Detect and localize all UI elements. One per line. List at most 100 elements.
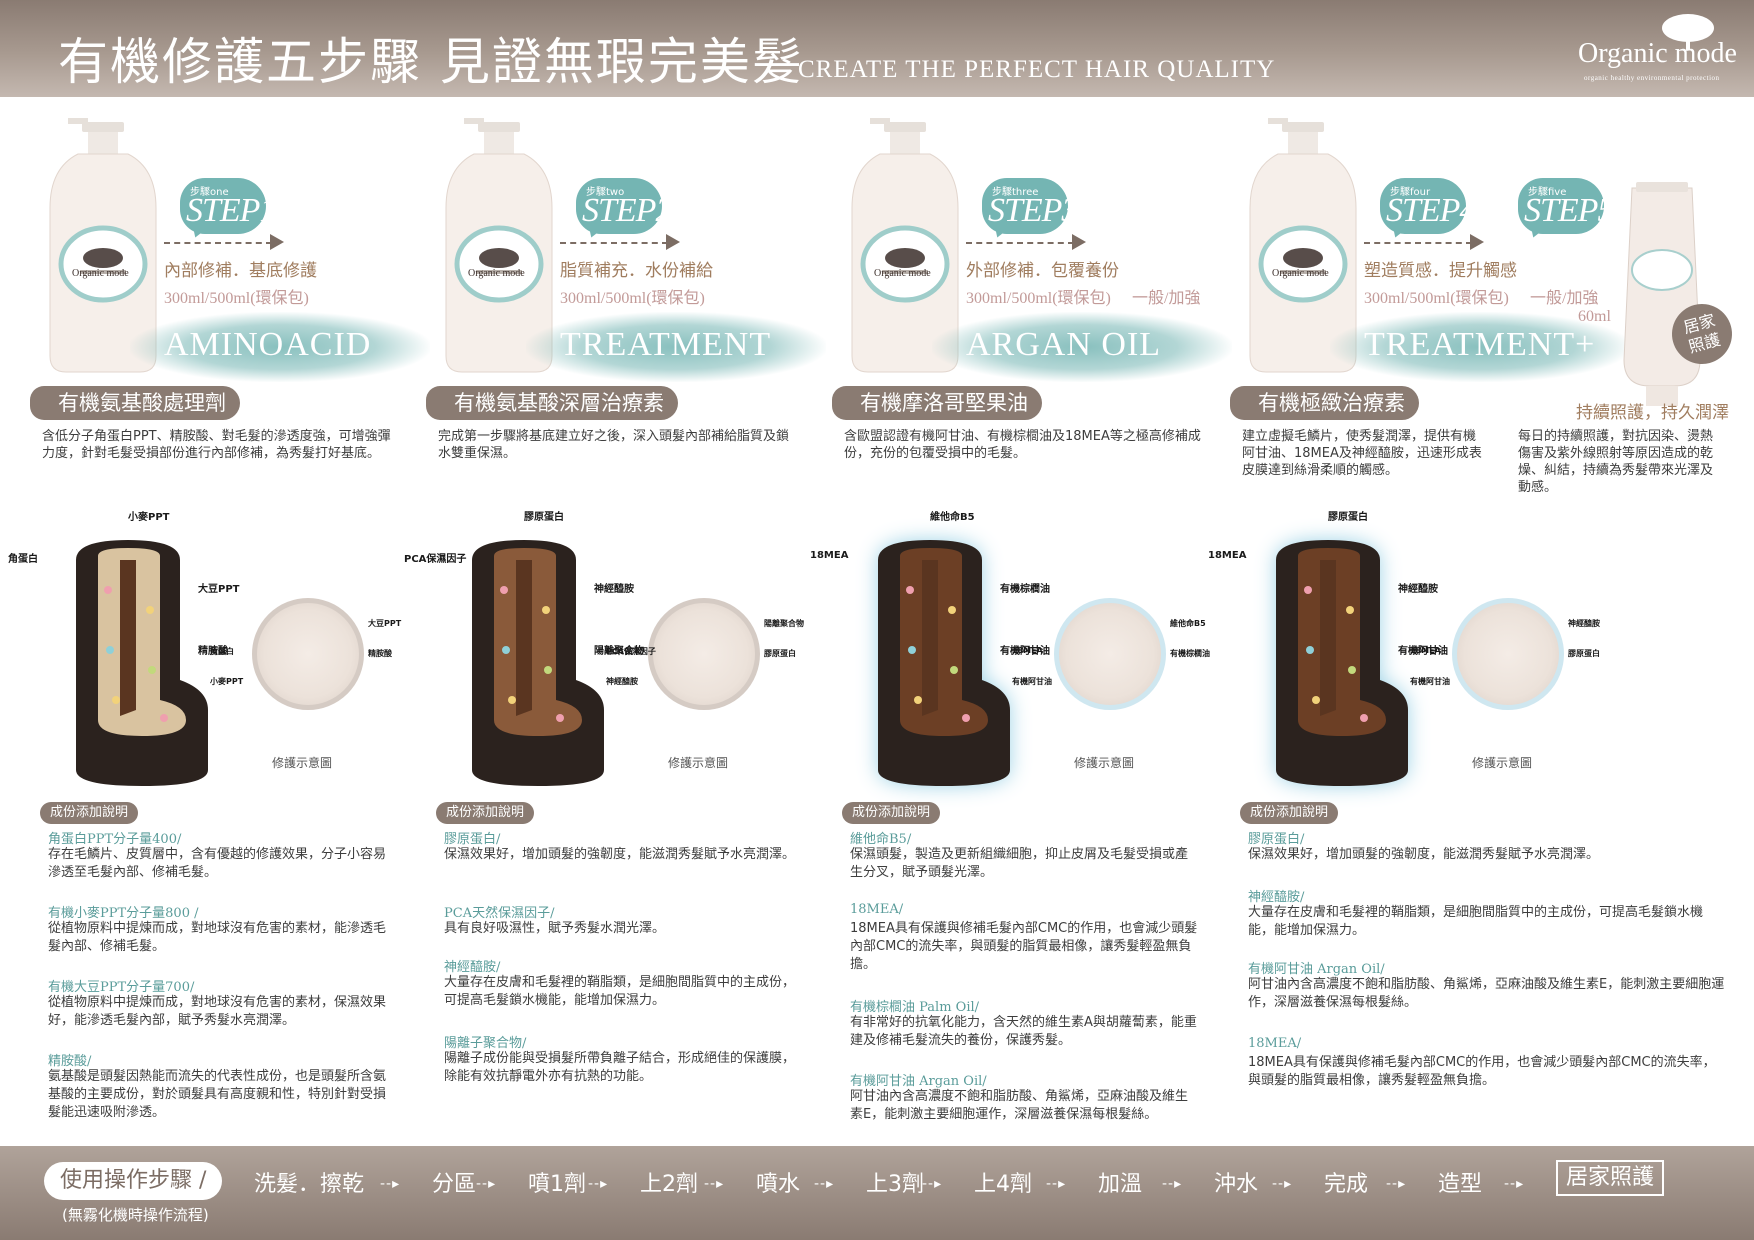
usage-step: 噴1劑 bbox=[528, 1172, 586, 1197]
product-function: 塑造質感．提升觸感 bbox=[1364, 261, 1517, 281]
hair-ingredient-label: 維他命B5 bbox=[930, 512, 975, 523]
cross-section-label: 維他命B5 bbox=[1170, 619, 1206, 628]
usage-step: 分區 bbox=[432, 1172, 477, 1197]
brand-logo: Organic mode organic healthy environment… bbox=[1574, 14, 1737, 88]
ingredients-title: 成份添加說明 bbox=[842, 802, 941, 824]
hair-strand-diagram bbox=[472, 540, 604, 786]
ingredient-name: 18MEA/ bbox=[1248, 1036, 1302, 1051]
repair-caption: 修護示意圖 bbox=[1472, 756, 1533, 770]
usage-title: 使用操作步驟 / bbox=[44, 1162, 223, 1200]
brush-stroke bbox=[1330, 312, 1630, 382]
hair-ingredient-label: 膠原蛋白 bbox=[524, 512, 564, 523]
usage-step: 完成 bbox=[1324, 1172, 1369, 1197]
product-function: 脂質補充．水份補給 bbox=[560, 261, 713, 281]
product-chinese-name: 有機極緻治療素 bbox=[1230, 386, 1419, 420]
cross-section-diagram bbox=[1452, 598, 1564, 710]
brush-stroke bbox=[932, 312, 1232, 382]
ingredients-title: 成份添加說明 bbox=[40, 802, 139, 824]
page-title: 有機修護五步驟 見證無瑕完美髮 bbox=[58, 33, 804, 91]
arrow-line bbox=[560, 242, 668, 244]
step5-badge: 步驟five STEP5 bbox=[1518, 178, 1614, 242]
ingredient-name: 有機阿甘油 Argan Oil/ bbox=[850, 1074, 987, 1089]
ingredient-name: 神經醯胺/ bbox=[1248, 890, 1305, 905]
ingredient-name: 精胺酸/ bbox=[48, 1054, 92, 1069]
flow-arrow-icon: --▸ bbox=[814, 1176, 835, 1192]
product-variant: 一般/加強 bbox=[1530, 290, 1599, 307]
cross-section-label: 陽離聚合物 bbox=[764, 619, 804, 628]
cross-section-label: 有機棕櫚油 bbox=[1170, 649, 1210, 658]
ingredient-description: 從植物原料中提煉而成，對地球沒有危害的素材，能滲透毛髮內部、修補毛髮。 bbox=[48, 921, 387, 954]
hair-ingredient-label: 大豆PPT bbox=[198, 584, 240, 595]
hair-ingredient-label: 18MEA bbox=[1208, 550, 1247, 561]
hair-ingredient-label: 陽離聚合物 bbox=[594, 646, 644, 657]
product-description: 含低分子角蛋白PPT、精胺酸、對毛髮的滲透度強，可增強彈力度，針對毛髮受損部份進… bbox=[42, 429, 391, 461]
ingredient-description: 具有良好吸濕性，賦予秀髮水潤光澤。 bbox=[444, 921, 666, 936]
usage-step: 上2劑 bbox=[640, 1172, 698, 1197]
ingredient-description: 保濕頭髮，製造及更新組織細胞，抑止皮屑及毛髮受損或產生分叉，賦予頭髮光澤。 bbox=[850, 847, 1189, 880]
ingredient-name: 有機阿甘油 Argan Oil/ bbox=[1248, 962, 1385, 977]
product-function: 外部修補．包覆養份 bbox=[966, 261, 1119, 281]
bottle-label: Organic mode bbox=[72, 268, 129, 279]
hair-ingredient-label: PCA保濕因子 bbox=[404, 554, 467, 565]
hair-ingredient-label: 精胺酸 bbox=[198, 646, 228, 657]
hair-ingredient-label: 有機阿甘油 bbox=[1398, 646, 1448, 657]
usage-step: 洗髮．擦乾 bbox=[254, 1172, 365, 1197]
flow-arrow-icon: --▸ bbox=[476, 1176, 497, 1192]
step5-tagline: 持續照護，持久潤澤 bbox=[1576, 403, 1729, 423]
cross-section-label: 有機阿甘油 bbox=[1410, 677, 1450, 686]
product-function: 內部修補．基底修護 bbox=[164, 261, 317, 281]
hair-ingredient-label: 18MEA bbox=[810, 550, 849, 561]
bottle-icon bbox=[445, 118, 553, 373]
product-english-name: ARGAN OIL bbox=[966, 326, 1162, 363]
cross-section-label: 大豆PPT bbox=[368, 619, 402, 628]
usage-step: 造型 bbox=[1438, 1172, 1483, 1197]
ingredient-description: 18MEA具有保護與修補毛髮內部CMC的作用，也會減少頭髮內部CMC的流失率，與… bbox=[1248, 1055, 1716, 1088]
arrow-right-icon bbox=[270, 234, 284, 250]
product-volume: 300ml/500ml(環保包) bbox=[164, 290, 309, 307]
product-description: 建立虛擬毛鱗片，使秀髮潤澤，提供有機阿甘油、18MEA及神經醯胺，迅速形成表皮膜… bbox=[1242, 429, 1482, 478]
hair-strand-diagram bbox=[76, 540, 208, 786]
cross-section-label: 18MEA bbox=[1012, 646, 1043, 655]
product-volume: 300ml/500ml(環保包) bbox=[1364, 290, 1509, 307]
tree-icon bbox=[1662, 14, 1714, 50]
cross-section-label: 18MEA bbox=[1410, 646, 1441, 655]
product-volume: 300ml/500ml(環保包) bbox=[966, 290, 1111, 307]
product-english-name: TREATMENT bbox=[560, 326, 772, 363]
tube-icon bbox=[1623, 182, 1701, 406]
brand-name: Organic mode bbox=[1578, 38, 1737, 69]
hair-strand-diagram bbox=[1276, 540, 1408, 786]
usage-step: 上4劑 bbox=[974, 1172, 1032, 1197]
ingredient-name: 角蛋白PPT分子量400/ bbox=[48, 832, 182, 847]
arrow-right-icon bbox=[1072, 234, 1086, 250]
page-subtitle: CREATE THE PERFECT HAIR QUALITY bbox=[798, 56, 1276, 83]
cross-section-label: 精胺酸 bbox=[368, 649, 392, 658]
product-variant: 一般/加強 bbox=[1132, 290, 1201, 307]
bottle-icon bbox=[49, 118, 157, 373]
flow-arrow-icon: --▸ bbox=[1386, 1176, 1407, 1192]
hair-ingredient-label: 神經醯胺 bbox=[1398, 584, 1438, 595]
brand-tagline: organic healthy environmental protection bbox=[1584, 74, 1720, 82]
hair-ingredient-label: 有機阿甘油 bbox=[1000, 646, 1050, 657]
hair-ingredient-label: 神經醯胺 bbox=[594, 584, 634, 595]
repair-caption: 修護示意圖 bbox=[272, 756, 333, 770]
cross-section-label: 有機阿甘油 bbox=[1012, 677, 1052, 686]
product-description: 含歐盟認證有機阿甘油、有機棕櫚油及18MEA等之極高修補成份，充份的包覆受損中的… bbox=[844, 429, 1201, 461]
bottle-label: Organic mode bbox=[874, 268, 931, 279]
cross-section-diagram bbox=[648, 598, 760, 710]
ingredient-name: 有機小麥PPT分子量800 / bbox=[48, 906, 199, 921]
ingredients-title: 成份添加說明 bbox=[436, 802, 535, 824]
bottle-icon bbox=[851, 118, 959, 373]
cross-section-diagram bbox=[1054, 598, 1166, 710]
brush-stroke bbox=[526, 312, 826, 382]
step5-volume: 60ml bbox=[1578, 308, 1611, 325]
flow-arrow-icon: --▸ bbox=[588, 1176, 609, 1192]
brush-stroke bbox=[130, 312, 430, 382]
step5-description: 每日的持續照護，對抗因染、燙熱傷害及紫外線照射等原因造成的乾燥、糾結，持續為秀髮… bbox=[1518, 429, 1714, 495]
arrow-line bbox=[1364, 242, 1472, 244]
cross-section-label: 角蛋白 bbox=[210, 647, 234, 656]
hair-strand-diagram bbox=[878, 540, 1010, 786]
usage-step: 上3劑 bbox=[866, 1172, 924, 1197]
